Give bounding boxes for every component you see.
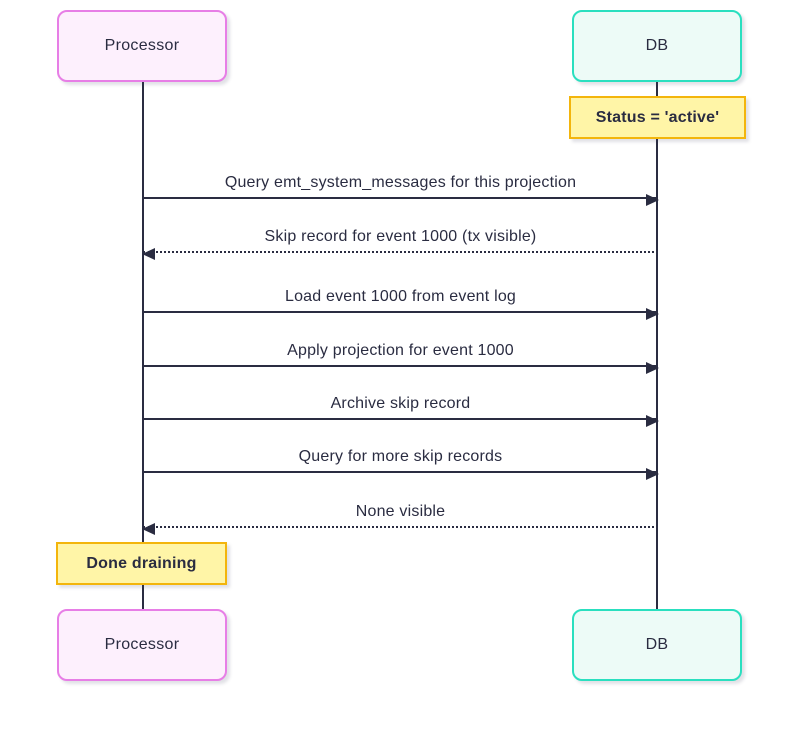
actor-processor-top: Processor [57, 10, 227, 82]
actor-db-bottom: DB [572, 609, 742, 681]
message-arrow-line [143, 194, 659, 206]
message-label: Archive skip record [330, 395, 471, 412]
note-status-label: Status = 'active' [595, 108, 720, 126]
message-apply-projection: Apply projection for event 1000 [143, 341, 659, 374]
actor-db-label: DB [645, 636, 669, 653]
arrowhead-left-icon [142, 523, 155, 535]
lifeline-db [656, 82, 658, 610]
message-label: Query emt_system_messages for this proje… [224, 174, 577, 191]
lifeline-processor [142, 82, 144, 610]
message-label: Apply projection for event 1000 [287, 342, 514, 359]
message-label: Query for more skip records [298, 448, 503, 465]
note-status-active: Status = 'active' [569, 96, 746, 139]
actor-processor-label: Processor [104, 636, 180, 653]
actor-processor-label: Processor [104, 37, 180, 54]
message-label: Load event 1000 from event log [284, 288, 517, 305]
message-arrow-line [142, 523, 658, 535]
arrowhead-right-icon [646, 308, 659, 320]
message-arrow-line [142, 248, 658, 260]
arrowhead-left-icon [142, 248, 155, 260]
message-query-emt: Query emt_system_messages for this proje… [143, 173, 659, 206]
message-query-more: Query for more skip records [143, 447, 659, 480]
message-label: None visible [355, 503, 446, 520]
message-load-event: Load event 1000 from event log [143, 287, 659, 320]
message-label: Skip record for event 1000 (tx visible) [264, 228, 537, 245]
actor-db-top: DB [572, 10, 742, 82]
note-done-label: Done draining [86, 554, 197, 572]
arrowhead-right-icon [646, 415, 659, 427]
message-arrow-line [143, 468, 659, 480]
message-none-visible: None visible [142, 502, 658, 535]
arrowhead-right-icon [646, 468, 659, 480]
message-arrow-line [143, 308, 659, 320]
arrowhead-right-icon [646, 362, 659, 374]
message-arrow-line [143, 415, 659, 427]
message-arrow-line [143, 362, 659, 374]
message-archive-skip: Archive skip record [143, 394, 659, 427]
actor-processor-bottom: Processor [57, 609, 227, 681]
actor-db-label: DB [645, 37, 669, 54]
note-done-draining: Done draining [56, 542, 227, 585]
arrowhead-right-icon [646, 194, 659, 206]
message-skip-record: Skip record for event 1000 (tx visible) [142, 227, 658, 260]
